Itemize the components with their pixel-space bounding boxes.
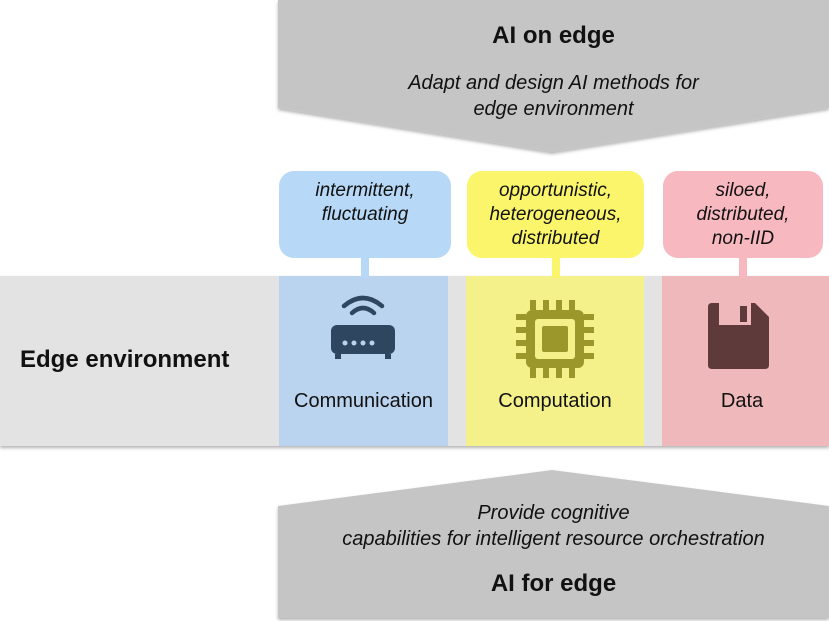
computation-bubble-line3: distributed <box>511 228 600 249</box>
bottom-subtitle-line2: capabilities for intelligent resource or… <box>342 528 765 550</box>
computation-bubble-line1: opportunistic, <box>498 180 612 201</box>
communication-bubble-line2: fluctuating <box>321 204 409 225</box>
computation-label: Computation <box>498 390 612 412</box>
bottom-banner-arrow <box>278 470 829 618</box>
data-bubble-line3: non-IID <box>711 228 775 249</box>
edge-environment-label: Edge environment <box>20 346 230 373</box>
cpu-chip-icon <box>516 300 594 378</box>
bottom-subtitle-line1: Provide cognitive <box>477 502 630 524</box>
bottom-banner-subtitle: Provide cognitive capabilities for intel… <box>278 500 829 552</box>
data-bubble: siloed, distributed, non-IID <box>663 171 823 258</box>
top-subtitle-line1: Adapt and design AI methods for <box>408 72 699 94</box>
wifi-router-icon <box>331 295 395 359</box>
top-banner-subtitle: Adapt and design AI methods for edge env… <box>278 70 829 122</box>
top-banner-arrow <box>278 0 829 152</box>
top-banner-title: AI on edge <box>492 22 615 49</box>
communication-stem <box>361 256 369 278</box>
computation-stem <box>552 256 560 278</box>
bottom-banner-title: AI for edge <box>490 570 617 597</box>
data-stem <box>739 256 747 278</box>
communication-bubble: intermittent, fluctuating <box>279 171 451 258</box>
communication-bubble-line1: intermittent, <box>315 180 415 201</box>
data-bubble-line1: siloed, <box>715 180 771 201</box>
computation-bubble-line2: heterogeneous, <box>489 204 622 225</box>
floppy-disk-icon <box>708 303 769 369</box>
computation-bubble: opportunistic, heterogeneous, distribute… <box>467 171 644 258</box>
communication-column <box>279 276 448 446</box>
data-bubble-line2: distributed, <box>696 204 790 225</box>
communication-label: Communication <box>294 390 433 412</box>
data-label: Data <box>720 390 764 412</box>
top-subtitle-line2: edge environment <box>473 98 634 120</box>
